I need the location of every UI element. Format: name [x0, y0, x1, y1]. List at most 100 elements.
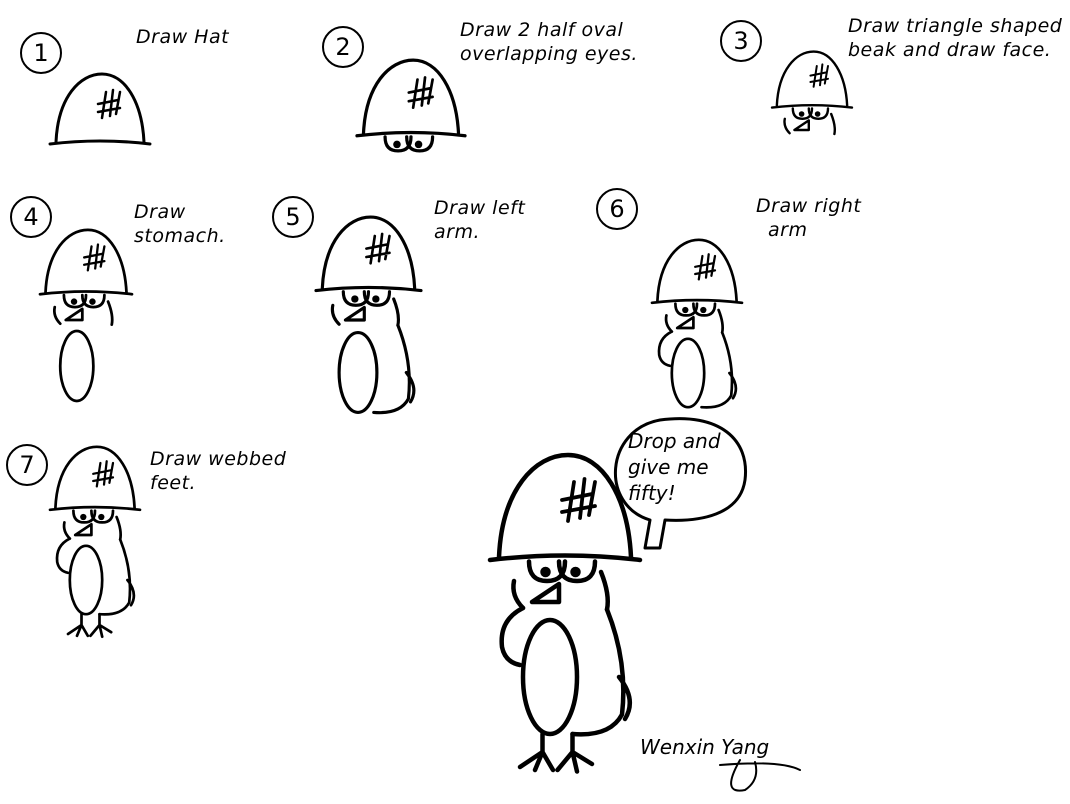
- beak-icon: [73, 522, 93, 537]
- hat-patch-icon: [694, 253, 717, 281]
- right-eye-icon: [80, 293, 106, 309]
- beak-icon: [64, 307, 84, 322]
- pupil-icon: [798, 111, 805, 117]
- left-eye-icon: [674, 302, 699, 317]
- instruction-line: Draw Hat: [136, 26, 230, 48]
- step-1-instruction: Draw Hat: [136, 25, 229, 49]
- step-5-penguin: [314, 215, 423, 415]
- speech-bubble-text: Drop and give me fifty!: [628, 428, 721, 506]
- pupil-icon: [351, 295, 359, 303]
- left-eye-icon: [341, 290, 371, 307]
- hat-icon: [487, 452, 643, 563]
- stomach-icon: [520, 617, 580, 737]
- step-2-number: 2: [322, 26, 364, 68]
- instruction-line: Draw: [134, 201, 186, 223]
- step-4-number: 4: [10, 196, 52, 238]
- beak-icon: [343, 305, 366, 322]
- right-eye-icon: [405, 135, 435, 153]
- left-eye-icon: [62, 293, 88, 309]
- instruction-line: overlapping eyes.: [460, 43, 638, 65]
- face-outline-icon: [511, 569, 610, 612]
- instruction-line: arm.: [434, 221, 481, 243]
- step-2-penguin: [355, 58, 467, 153]
- step-7-number: 7: [6, 444, 48, 486]
- right-arm-icon: [55, 537, 72, 575]
- step-3-penguin: [770, 50, 854, 136]
- speech-bubble-icon: [614, 417, 748, 550]
- right-eye-icon: [556, 559, 598, 584]
- pupil-icon: [70, 298, 78, 305]
- left-eye-icon: [72, 509, 97, 524]
- speech-line: fifty!: [628, 481, 676, 505]
- right-eye-icon: [692, 302, 717, 317]
- body-left-arm-icon: [372, 323, 416, 415]
- pupil-icon: [814, 111, 821, 117]
- pupil-icon: [570, 566, 581, 578]
- step-1-penguin: [48, 72, 152, 146]
- hat-icon: [314, 215, 423, 293]
- step-3-number: 3: [720, 20, 762, 62]
- right-arm-icon: [499, 605, 526, 668]
- step-6-number: 6: [596, 188, 638, 230]
- pupil-icon: [80, 513, 87, 521]
- step-4-penguin: [38, 228, 134, 403]
- step-7-penguin: [48, 445, 142, 639]
- pupil-icon: [414, 140, 423, 149]
- instruction-line: Draw left: [434, 197, 526, 219]
- left-eye-icon: [526, 559, 568, 584]
- hat-icon: [770, 50, 854, 109]
- hat-icon: [48, 445, 142, 512]
- signature-swoosh-icon: [719, 759, 801, 792]
- pupil-icon: [540, 566, 551, 578]
- face-outline-icon: [330, 297, 400, 327]
- hat-patch-icon: [560, 477, 597, 523]
- hat-icon: [355, 58, 467, 138]
- artist-signature: Wenxin Yang: [640, 735, 770, 759]
- face-outline-icon: [62, 515, 122, 541]
- right-eye-icon: [90, 509, 115, 524]
- speech-line: give me: [628, 455, 709, 479]
- instruction-line: Draw triangle shaped: [848, 15, 1063, 37]
- hat-icon: [650, 238, 744, 305]
- hat-icon: [38, 228, 134, 296]
- body-left-arm-icon: [98, 538, 136, 616]
- beak-icon: [529, 581, 562, 605]
- pupil-icon: [682, 306, 689, 314]
- pupil-icon: [393, 140, 401, 149]
- instruction-line: Draw right: [756, 195, 862, 217]
- body-left-arm-icon: [700, 331, 738, 409]
- hat-patch-icon: [92, 460, 115, 488]
- left-eye-icon: [383, 135, 413, 153]
- pupil-icon: [700, 306, 707, 314]
- hat-patch-icon: [407, 76, 434, 110]
- step-5-number: 5: [272, 196, 314, 238]
- pupil-icon: [98, 513, 105, 521]
- hat-patch-icon: [96, 88, 122, 120]
- stomach-icon: [58, 329, 95, 403]
- left-eye-icon: [791, 107, 814, 121]
- stomach-icon: [337, 331, 379, 414]
- beak-icon: [793, 119, 811, 132]
- right-arm-icon: [657, 330, 674, 368]
- right-eye-icon: [362, 290, 392, 307]
- right-eye-icon: [807, 107, 830, 121]
- instruction-line: Draw 2 half oval: [460, 19, 624, 41]
- body-left-arm-icon: [570, 607, 633, 737]
- face-outline-icon: [52, 300, 114, 326]
- step-1-number: 1: [20, 32, 62, 74]
- webbed-feet-icon: [66, 612, 113, 639]
- webbed-feet-icon: [517, 731, 595, 774]
- instruction-line: beak and draw face.: [848, 39, 1052, 61]
- face-outline-icon: [664, 308, 724, 334]
- step-6-penguin: [650, 238, 744, 409]
- stomach-icon: [670, 337, 706, 409]
- hat-patch-icon: [365, 232, 391, 265]
- stomach-icon: [68, 544, 104, 616]
- beak-icon: [675, 315, 695, 330]
